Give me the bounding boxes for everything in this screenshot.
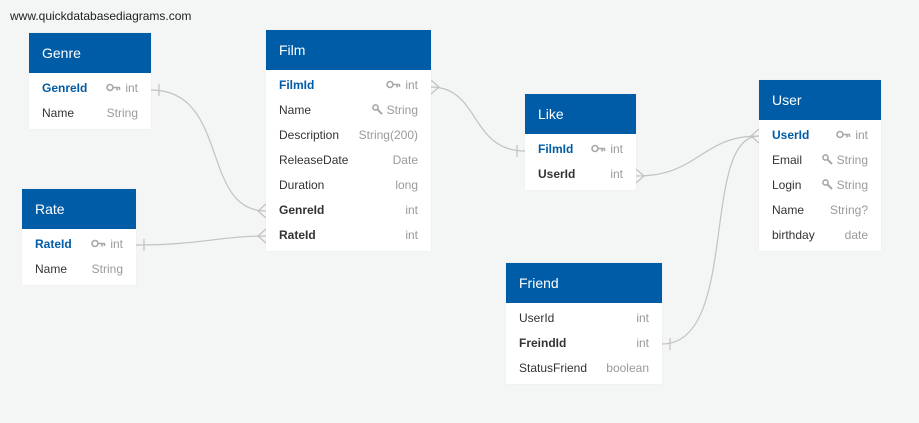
field-name: Name <box>772 202 805 217</box>
field-type: int <box>610 141 623 156</box>
table-film-title: Film <box>266 30 431 70</box>
field-name: birthday <box>772 227 815 242</box>
field-type: String <box>386 102 418 117</box>
wrench-icon <box>821 179 833 190</box>
link-film-like <box>430 86 526 152</box>
table-user[interactable]: User UserId int Email String Login <box>759 80 881 251</box>
field-type: int <box>610 166 623 181</box>
field-name: Description <box>279 127 340 142</box>
field-name: FilmId <box>538 141 574 156</box>
field-row: GenreId int <box>29 75 151 100</box>
table-like-title: Like <box>525 94 636 134</box>
field-type: date <box>844 227 868 242</box>
field-name: UserId <box>772 127 810 142</box>
field-type: String? <box>829 202 868 217</box>
field-name: GenreId <box>42 80 88 95</box>
field-type: long <box>395 177 418 192</box>
field-type: String <box>836 177 868 192</box>
field-name: GenreId <box>279 202 325 217</box>
link-genre-film <box>150 89 267 212</box>
field-name: Login <box>772 177 802 192</box>
field-row: FilmId int <box>525 136 636 161</box>
watermark: www.quickdatabasediagrams.com <box>10 9 192 23</box>
table-user-title: User <box>759 80 881 120</box>
table-film[interactable]: Film FilmId int Name String Description … <box>266 30 431 251</box>
field-row: ReleaseDate Date <box>266 147 431 172</box>
field-row: UserId int <box>525 161 636 186</box>
field-row: StatusFriend boolean <box>506 355 662 380</box>
field-name: FilmId <box>279 77 315 92</box>
field-type: int <box>855 127 868 142</box>
field-row: Login String <box>759 172 881 197</box>
field-type: boolean <box>606 360 649 375</box>
table-genre-title: Genre <box>29 33 151 73</box>
table-rate-title: Rate <box>22 189 136 229</box>
field-row: RateId int <box>22 231 136 256</box>
field-type: String <box>836 152 868 167</box>
key-icon <box>91 239 106 248</box>
table-friend-title: Friend <box>506 263 662 303</box>
field-row: Name String <box>266 97 431 122</box>
table-friend[interactable]: Friend UserId int FreindId int StatusFri… <box>506 263 662 384</box>
field-row: UserId int <box>506 305 662 330</box>
field-type: int <box>636 335 649 350</box>
link-like-user <box>635 135 760 177</box>
field-type: String <box>106 105 138 120</box>
field-row: GenreId int <box>266 197 431 222</box>
key-icon <box>591 144 606 153</box>
field-name: FreindId <box>519 335 567 350</box>
key-icon <box>106 83 121 92</box>
field-type: String <box>91 261 123 276</box>
field-type: int <box>636 310 649 325</box>
field-row: UserId int <box>759 122 881 147</box>
field-name: StatusFriend <box>519 360 588 375</box>
table-like[interactable]: Like FilmId int UserId int <box>525 94 636 190</box>
field-name: Duration <box>279 177 325 192</box>
field-row: Name String <box>22 256 136 281</box>
link-genre-film-many-mark <box>257 203 267 219</box>
field-name: Email <box>772 152 803 167</box>
table-genre[interactable]: Genre GenreId int Name String <box>29 33 151 129</box>
link-like-user-user-mark <box>750 128 760 144</box>
link-rate-film <box>135 235 267 246</box>
field-type: int <box>125 80 138 95</box>
field-row: birthday date <box>759 222 881 247</box>
field-type: String(200) <box>358 127 418 142</box>
field-row: Name String? <box>759 197 881 222</box>
field-type: int <box>405 202 418 217</box>
key-icon <box>836 130 851 139</box>
field-type: int <box>405 77 418 92</box>
field-name: Name <box>35 261 68 276</box>
field-row: Duration long <box>266 172 431 197</box>
field-name: ReleaseDate <box>279 152 349 167</box>
field-row: FilmId int <box>266 72 431 97</box>
key-icon <box>386 80 401 89</box>
field-type: Date <box>392 152 418 167</box>
field-name: RateId <box>279 227 316 242</box>
field-name: UserId <box>538 166 576 181</box>
field-type: int <box>405 227 418 242</box>
field-row: Name String <box>29 100 151 125</box>
link-like-user-many-mark <box>635 168 645 184</box>
link-friend-user <box>661 135 760 345</box>
wrench-icon <box>371 104 383 115</box>
field-name: Name <box>279 102 312 117</box>
link-rate-film-many-mark <box>257 228 267 244</box>
field-row: RateId int <box>266 222 431 247</box>
field-name: Name <box>42 105 75 120</box>
table-rate[interactable]: Rate RateId int Name String <box>22 189 136 285</box>
field-type: int <box>110 236 123 251</box>
field-row: Description String(200) <box>266 122 431 147</box>
wrench-icon <box>821 154 833 165</box>
field-name: RateId <box>35 236 72 251</box>
field-row: Email String <box>759 147 881 172</box>
field-name: UserId <box>519 310 555 325</box>
link-film-like-many-mark <box>430 79 440 95</box>
field-row: FreindId int <box>506 330 662 355</box>
